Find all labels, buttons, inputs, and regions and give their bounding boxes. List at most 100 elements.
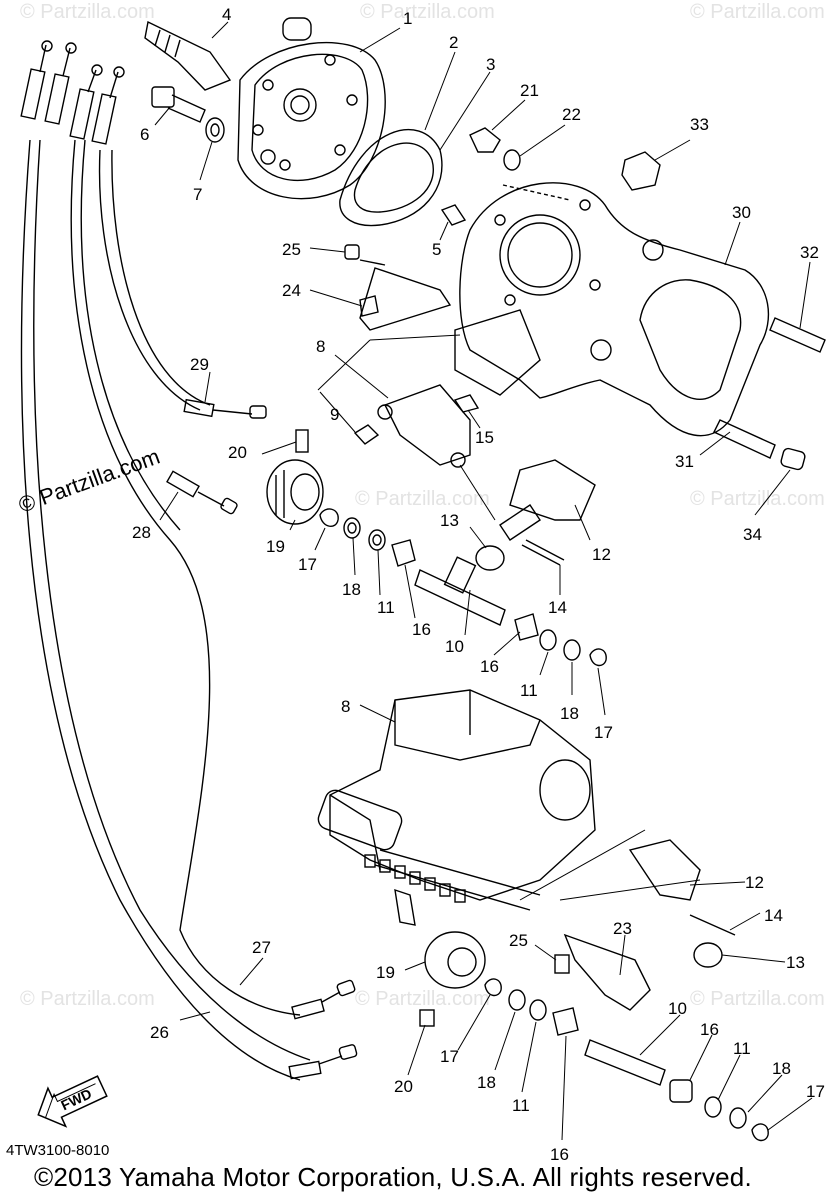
callouts: 1 2 3 4 5 6 7 8 8 9 10 10 11 11 11 11 12… (132, 5, 825, 1164)
callout-19: 19 (376, 963, 395, 982)
clip-17 (589, 648, 607, 667)
callout-19: 19 (266, 537, 285, 556)
valve-shaft-10 (584, 1039, 666, 1086)
lever-12 (628, 839, 701, 901)
callout-30: 30 (732, 203, 751, 222)
gear-teeth (364, 854, 466, 903)
callout-13: 13 (786, 953, 805, 972)
callout-6: 6 (140, 125, 149, 144)
callout-11: 11 (512, 1096, 530, 1115)
gasket-3 (339, 128, 443, 227)
callout-24: 24 (282, 281, 301, 300)
callout-20: 20 (228, 443, 247, 462)
watermark: © Partzilla.com (360, 1, 495, 23)
callout-17: 17 (594, 723, 613, 742)
callout-25: 25 (509, 931, 528, 950)
callout-16: 16 (550, 1145, 569, 1164)
washer-22 (503, 149, 521, 171)
cylinder-head-face (251, 53, 369, 182)
gasket-2 (353, 142, 434, 213)
callout-7: 7 (193, 185, 202, 204)
fwd-arrow-icon: FWD (37, 1075, 108, 1128)
valve-housing (454, 309, 541, 396)
callout-31: 31 (675, 452, 694, 471)
cylinder-head-group (237, 17, 770, 437)
copyright-notice: ©2013 Yamaha Motor Corporation, U.S.A. A… (34, 1162, 752, 1192)
pulley-19 (266, 459, 324, 525)
callout-5: 5 (432, 240, 441, 259)
throttle-cables (20, 40, 358, 1081)
washer-18 (563, 639, 581, 661)
callout-16: 16 (412, 620, 431, 639)
collar-34 (780, 447, 806, 471)
stud-31 (713, 419, 776, 459)
washer-18 (343, 517, 361, 539)
bushing-11 (704, 1096, 722, 1118)
callout-9: 9 (330, 405, 339, 424)
callout-10: 10 (445, 637, 464, 656)
callout-12: 12 (592, 545, 611, 564)
screw-9 (353, 424, 380, 445)
callout-17: 17 (440, 1047, 459, 1066)
cylinder (459, 182, 770, 437)
dowel-pin (440, 204, 467, 226)
cable-29-inner (111, 149, 211, 406)
clip-17 (484, 978, 502, 997)
cable-26-inner (33, 139, 311, 1061)
washer (205, 117, 225, 143)
callout-27: 27 (252, 938, 271, 957)
callout-32: 32 (800, 243, 819, 262)
watermark: © Partzilla.com (355, 488, 490, 510)
cable-fitting (20, 68, 46, 120)
bushing-11 (368, 529, 386, 551)
callout-11: 11 (520, 681, 538, 700)
spark-plug (144, 20, 232, 91)
cable-28 (80, 139, 181, 531)
callout-17: 17 (298, 555, 317, 574)
callout-18: 18 (560, 704, 579, 723)
callout-2: 2 (449, 33, 458, 52)
bushing-11 (529, 999, 547, 1021)
callout-22: 22 (562, 105, 581, 124)
grommet-13 (693, 942, 723, 968)
callout-34: 34 (743, 525, 762, 544)
valve-holder-8 (384, 384, 471, 466)
screw-25 (554, 954, 570, 974)
callout-10: 10 (668, 999, 687, 1018)
bracket-24 (359, 267, 452, 331)
callout-8: 8 (341, 697, 350, 716)
watermark: © Partzilla.com (690, 488, 825, 510)
callout-16: 16 (700, 1020, 719, 1039)
bolt-21 (469, 127, 501, 153)
callout-11: 11 (733, 1039, 751, 1058)
callout-26: 26 (150, 1023, 169, 1042)
pin-14 (521, 544, 561, 566)
screw-20 (419, 1009, 435, 1027)
callout-1: 1 (403, 9, 412, 28)
valve-housing-8 (329, 689, 596, 901)
callout-4: 4 (222, 5, 231, 24)
power-valve-upper (266, 384, 607, 667)
callout-12: 12 (745, 873, 764, 892)
cable-fitting (69, 88, 95, 140)
callout-18: 18 (772, 1059, 791, 1078)
callout-13: 13 (440, 511, 459, 530)
bushing-11 (539, 629, 557, 651)
callout-17: 17 (806, 1082, 825, 1101)
lever-12 (509, 459, 596, 521)
callout-23: 23 (613, 919, 632, 938)
callout-3: 3 (486, 55, 495, 74)
watermark: © Partzilla.com (355, 988, 490, 1010)
callout-33: 33 (690, 115, 709, 134)
callout-28: 28 (132, 523, 151, 542)
cable-26 (20, 139, 301, 1081)
callout-14: 14 (764, 906, 783, 925)
part-code: 4TW3100-8010 (6, 1142, 110, 1159)
stud-32 (769, 317, 826, 353)
callout-29: 29 (190, 355, 209, 374)
screw-20 (295, 429, 309, 453)
bracket-23 (563, 933, 651, 1011)
callout-18: 18 (477, 1073, 496, 1092)
clip-17 (751, 1123, 769, 1142)
